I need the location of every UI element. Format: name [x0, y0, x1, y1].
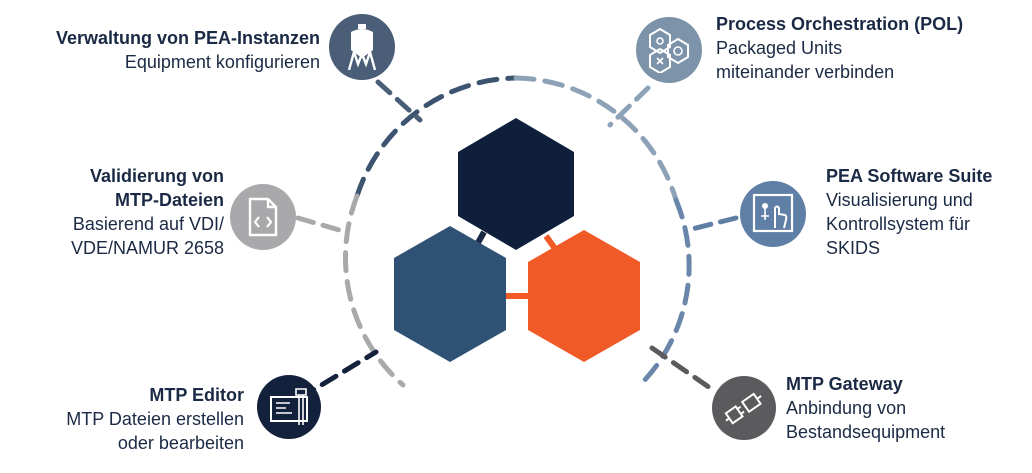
label-mtp-gateway: MTP Gateway Anbindung von Bestandsequipm… [786, 372, 945, 444]
hexagon-top [458, 118, 574, 250]
connector-mtp-gateway [649, 345, 719, 395]
mtp-gateway-title: MTP Gateway [786, 374, 903, 394]
pea-software-desc-1: Visualisierung und [826, 190, 973, 210]
mtp-validation-desc-1: Basierend auf VDI/ [72, 214, 224, 234]
mtp-editor-desc-2: oder bearbeiten [117, 433, 244, 453]
connector-plug-icon [712, 376, 776, 440]
pea-software-desc-2: Kontrollsystem für [826, 214, 971, 234]
pea-software-title: PEA Software Suite [826, 166, 993, 186]
code-file-icon [230, 184, 296, 250]
pol-desc-2: miteinander verbinden [716, 62, 895, 82]
ring-arc-right [637, 197, 692, 388]
connector-pea-instances [375, 79, 423, 123]
pol-desc-1: Packaged Units [716, 38, 843, 58]
hexagon-right [528, 230, 640, 362]
pea-instances-title: Verwaltung von PEA-Instanzen [55, 28, 320, 48]
label-mtp-validation: Validierung von MTP-Dateien Basierend au… [71, 164, 224, 260]
label-mtp-editor: MTP Editor MTP Dateien erstellen oder be… [66, 383, 244, 455]
ring-arc-top-right [513, 75, 679, 203]
connector-pea-software [685, 215, 739, 233]
hexagon-left [394, 226, 506, 362]
label-pea-software: PEA Software Suite Visualisierung und Ko… [826, 164, 992, 260]
pea-instances-desc: Equipment konfigurieren [124, 52, 320, 72]
connector-mtp-validation [295, 215, 349, 235]
process-hexagons-icon [636, 17, 702, 83]
touch-screen-icon [740, 181, 806, 247]
connector-pol [607, 85, 651, 128]
mtp-gateway-desc-1: Anbindung von [786, 398, 907, 418]
mtp-validation-title-2: MTP-Dateien [114, 190, 224, 210]
mtp-validation-desc-2: VDE/NAMUR 2658 [70, 238, 224, 258]
ring-arc-top-left [354, 75, 519, 199]
mtp-editor-desc-1: MTP Dateien erstellen [66, 409, 244, 429]
ring-arc-left [342, 193, 406, 388]
mtp-editor-title: MTP Editor [149, 385, 244, 405]
mtp-gateway-desc-2: Bestandsequipment [786, 422, 946, 442]
pol-title: Process Orchestration (POL) [716, 14, 964, 34]
editor-workstation-icon [257, 375, 321, 439]
mtp-validation-title-1: Validierung von [89, 166, 224, 186]
pea-software-desc-3: SKIDS [826, 238, 881, 258]
label-pea-instances: Verwaltung von PEA-Instanzen Equipment k… [56, 26, 320, 74]
silo-icon [329, 14, 395, 80]
label-pol: Process Orchestration (POL) Packaged Uni… [716, 12, 963, 84]
